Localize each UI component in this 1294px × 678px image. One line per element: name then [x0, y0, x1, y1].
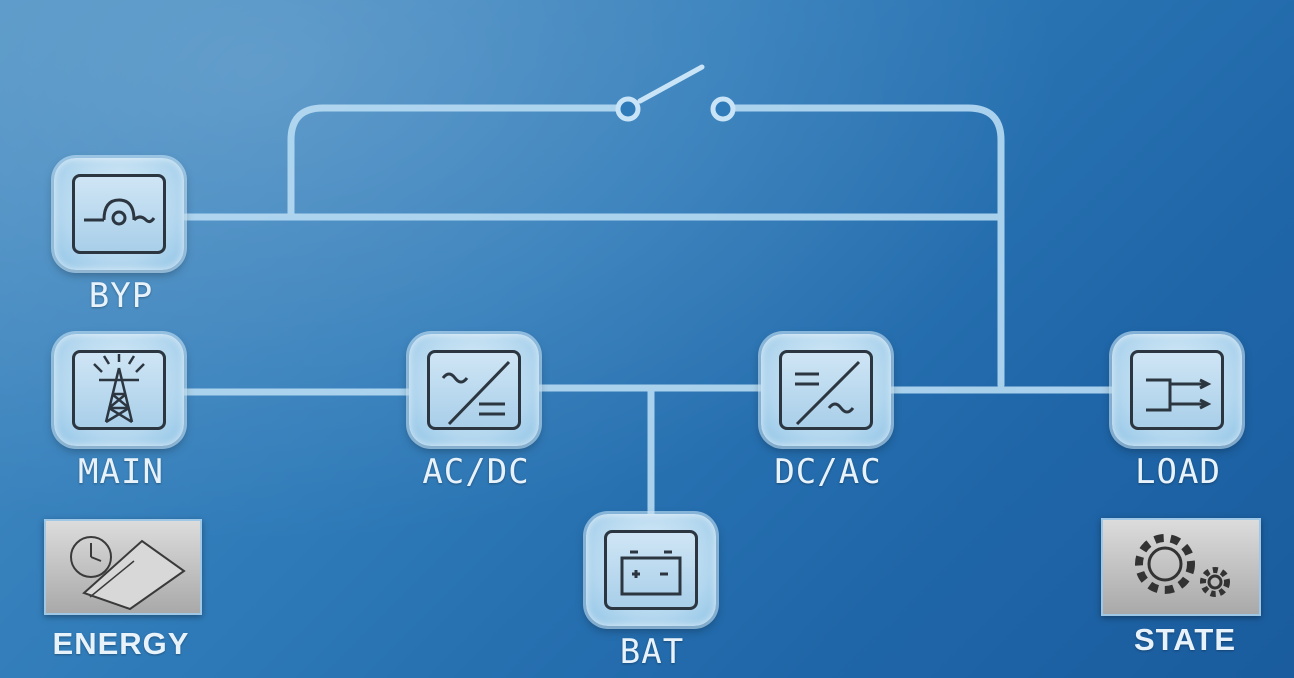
- power-tower-icon: [93, 354, 145, 424]
- byp-panel: [72, 174, 166, 254]
- bat-node[interactable]: [586, 514, 716, 626]
- main-panel: [72, 350, 166, 430]
- outlet-icon: [1146, 378, 1212, 412]
- acdc-label: AC/DC: [422, 452, 530, 492]
- load-panel: [1130, 350, 1224, 430]
- acdc-node[interactable]: [409, 334, 539, 446]
- gears-icon: [1135, 534, 1230, 597]
- inverter-icon: [795, 360, 861, 426]
- bat-label: BAT: [619, 632, 685, 672]
- byp-label: BYP: [88, 276, 154, 316]
- bat-panel: [604, 530, 698, 610]
- clock-energy-icon: [70, 536, 186, 611]
- bypass-switch-right-line: [729, 104, 1005, 389]
- battery-icon: [620, 550, 682, 596]
- energy-button[interactable]: [44, 519, 202, 615]
- dcac-node[interactable]: [761, 334, 891, 446]
- load-label: LOAD: [1135, 452, 1221, 492]
- energy-label: ENERGY: [52, 626, 190, 661]
- rectifier-icon: [441, 360, 511, 426]
- byp-node[interactable]: [54, 158, 184, 270]
- bypass-switch: [615, 64, 736, 122]
- dcac-label: DC/AC: [774, 452, 882, 492]
- generator-icon: [84, 198, 156, 226]
- state-label: STATE: [1133, 622, 1236, 657]
- state-button[interactable]: [1101, 518, 1261, 616]
- main-label: MAIN: [78, 452, 164, 492]
- load-node[interactable]: [1112, 334, 1242, 446]
- acdc-panel: [427, 350, 521, 430]
- main-node[interactable]: [54, 334, 184, 446]
- bypass-switch-left-line: [287, 104, 624, 221]
